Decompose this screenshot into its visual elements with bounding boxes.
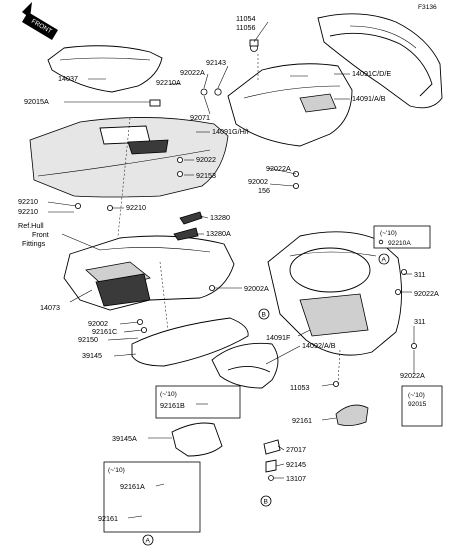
part-92161-pad <box>335 404 369 426</box>
label-92022A-c: 92022A <box>414 289 439 298</box>
label-13107: 13107 <box>286 474 306 483</box>
part-27017-latch <box>263 439 281 481</box>
svg-text:(~'10): (~'10) <box>108 467 125 474</box>
label-92022A-b: 92022A <box>266 164 291 173</box>
label-311-a: 311 <box>414 270 425 279</box>
part-14073-front-fitting-body <box>63 235 235 311</box>
label-92210-c: 92210 <box>126 203 146 212</box>
box-92015: (~'10) 92015 <box>401 385 443 427</box>
part-14037-lid <box>47 45 163 93</box>
svg-text:Ref.Hull: Ref.Hull <box>18 221 44 230</box>
hardware-fasteners <box>75 39 417 387</box>
label-14091AB: 14091/A/B <box>352 94 386 103</box>
label-39145: 39145 <box>82 351 102 360</box>
part-39145A-gasket <box>171 422 223 457</box>
box-92161B: (~'10) <box>155 385 241 419</box>
box-92210A: (~'10) 92210A <box>373 225 431 249</box>
svg-text:A: A <box>382 257 387 264</box>
label-92002A: 92002A <box>244 284 269 293</box>
part-14091CDE-hood <box>317 13 443 109</box>
ref-hull-note: Ref.Hull Front Fittings <box>18 221 49 248</box>
part-14092AB-cup <box>211 342 279 389</box>
label-92071: 92071 <box>190 113 210 122</box>
label-14073: 14073 <box>40 303 60 312</box>
label-14092AB: 14092/A/B <box>302 341 336 350</box>
label-11054: 11054 <box>236 14 255 23</box>
label-39145A: 39145A <box>112 434 137 443</box>
leader-lines <box>47 21 415 519</box>
callout-b-bottom: B <box>260 495 272 507</box>
part-14091GHI-hatch-lid <box>29 117 229 198</box>
svg-text:92015: 92015 <box>408 401 427 408</box>
label-92022A-d: 92022A <box>400 371 425 380</box>
label-92161: 92161 <box>292 416 312 425</box>
front-arrow-icon: FRONT <box>22 2 58 40</box>
part-39145-gasket <box>131 317 249 367</box>
part-labels: 11054 11056 92143 92210A 92022A 14037 14… <box>18 14 439 523</box>
svg-text:(~'10): (~'10) <box>408 392 425 399</box>
svg-text:B: B <box>262 312 267 319</box>
svg-text:(~'10): (~'10) <box>380 230 397 237</box>
part-14091F-storage-bin <box>267 231 403 356</box>
label-92210-a: 92210 <box>18 197 38 206</box>
figure-code: F3136 <box>418 4 437 11</box>
svg-text:B: B <box>264 499 269 506</box>
label-92022A-a: 92022A <box>180 68 205 77</box>
callout-b-top: B <box>258 308 270 320</box>
label-14037: 14037 <box>58 74 78 83</box>
svg-text:A: A <box>146 538 151 545</box>
label-14091F: 14091F <box>266 333 291 342</box>
label-13280A: 13280A <box>206 229 231 238</box>
label-92161-b: 92161 <box>98 514 118 523</box>
label-14091CDE: 14091C/D/E <box>352 69 391 78</box>
label-11053: 11053 <box>290 383 309 392</box>
part-14091AB-cover <box>227 63 353 147</box>
label-92161C: 92161C <box>92 327 117 336</box>
svg-text:Front: Front <box>32 230 49 239</box>
label-27017: 27017 <box>286 445 306 454</box>
svg-text:(~'10): (~'10) <box>160 391 177 398</box>
box-92161-lower: (~'10) <box>103 461 201 533</box>
label-92210A-a: 92210A <box>156 78 181 87</box>
label-92002-a: 92002 <box>248 177 268 186</box>
label-311-b: 311 <box>414 317 425 326</box>
part-13280-bracket <box>173 211 203 241</box>
label-92015A: 92015A <box>24 97 49 106</box>
label-92143: 92143 <box>206 58 226 67</box>
label-92153: 92153 <box>196 171 216 180</box>
label-14091GHI: 14091G/H/I <box>212 127 249 136</box>
label-156: 156 <box>258 186 270 195</box>
svg-text:92210A: 92210A <box>388 240 411 247</box>
label-92210-b: 92210 <box>18 207 38 216</box>
callout-a-top: A <box>378 253 390 265</box>
label-92161B: 92161B <box>160 401 185 410</box>
label-92145: 92145 <box>286 460 306 469</box>
label-13280: 13280 <box>210 213 230 222</box>
callout-a-bottom: A <box>142 534 154 546</box>
label-92022: 92022 <box>196 155 216 164</box>
svg-text:Fittings: Fittings <box>22 239 46 248</box>
label-11056: 11056 <box>236 23 255 32</box>
label-92161A: 92161A <box>120 482 145 491</box>
label-92150: 92150 <box>78 335 98 344</box>
label-92002-b: 92002 <box>88 319 108 328</box>
